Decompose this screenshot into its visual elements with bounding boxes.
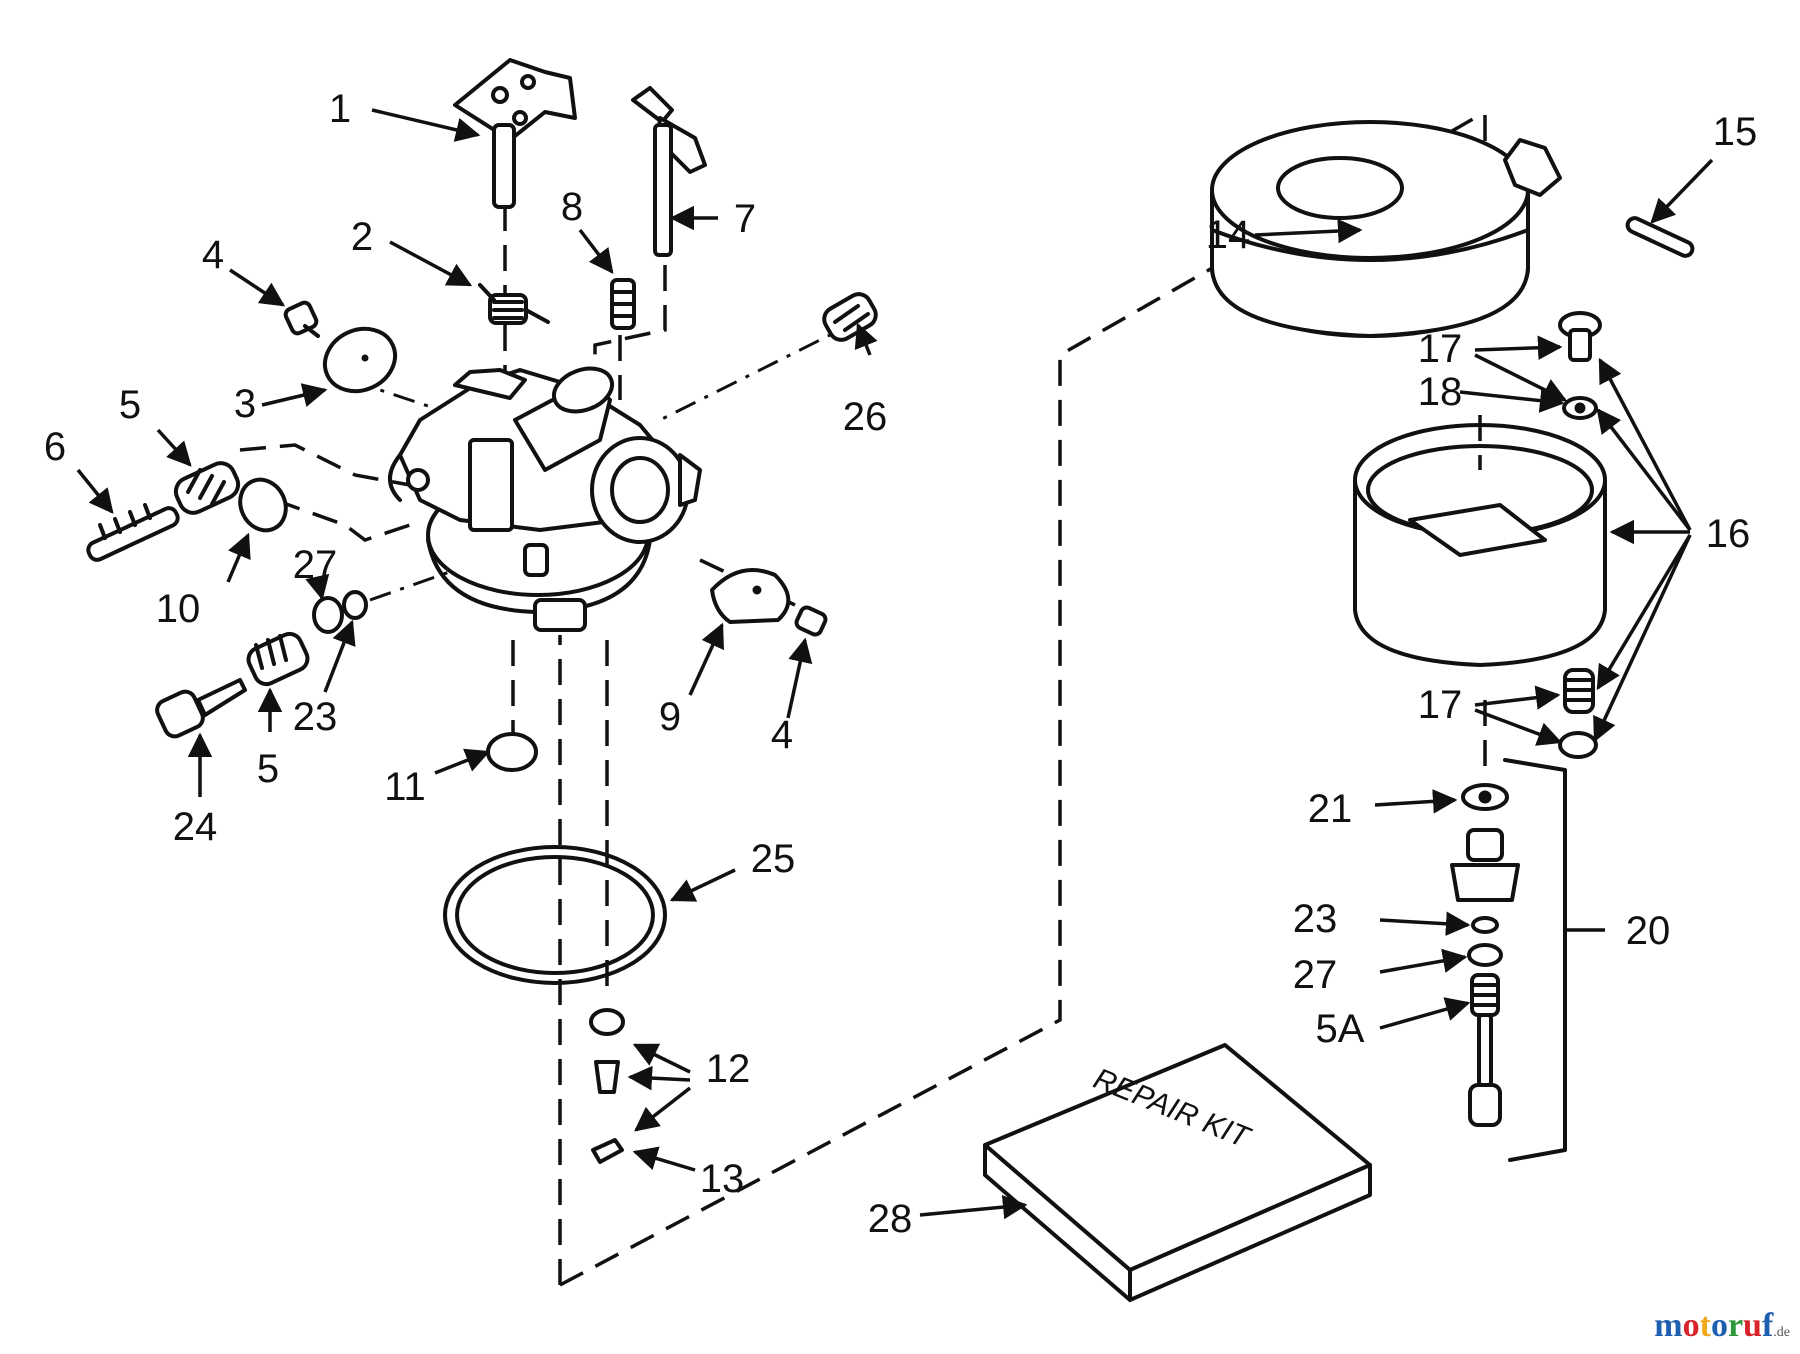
inlet-needle-seat: [589, 1008, 625, 1164]
idle-adjust-screw: [86, 503, 180, 562]
callout-23-left: 23: [293, 695, 338, 739]
watermark-letter: u: [1743, 1307, 1762, 1344]
main-jet-assembly: [1450, 700, 1605, 1162]
callout-11: 11: [384, 765, 426, 809]
callout-12: 12: [706, 1047, 751, 1091]
o-ring-small: [238, 477, 288, 533]
callout-4-lower: 4: [771, 713, 793, 757]
callout-26: 26: [843, 395, 888, 439]
welch-plug: [486, 732, 538, 772]
idle-adjust-spring: [173, 461, 241, 515]
choke-shaft-lever: [631, 86, 707, 257]
callout-14: 14: [1206, 213, 1251, 257]
callout-4-upper: 4: [202, 233, 224, 277]
callout-23-right: 23: [1293, 897, 1338, 941]
callout-17-upper: 17: [1418, 327, 1463, 371]
watermark-letter: r: [1727, 1307, 1744, 1344]
callout-6: 6: [44, 425, 66, 469]
callout-3: 3: [234, 382, 256, 426]
repair-kit-package: REPAIR KIT: [983, 1043, 1372, 1302]
retaining-pin: [1625, 216, 1695, 258]
callout-16: 16: [1706, 512, 1751, 556]
main-adjust-spring: [246, 631, 310, 687]
callout-21: 21: [1308, 787, 1353, 831]
callout-1: 1: [329, 87, 351, 131]
bowl-spring-clip: [1558, 668, 1598, 759]
small-set-screw: [610, 278, 636, 330]
float-pin-top: [1558, 311, 1602, 420]
callout-labels: 1 2 3 4 4 5 5 5A 6 7 8 9 10 11 12 13 14 …: [44, 87, 1757, 1241]
choke-plate: [322, 326, 398, 394]
watermark-letter: o: [1682, 1307, 1700, 1344]
callout-27-right: 27: [1293, 953, 1338, 997]
callout-9: 9: [659, 695, 681, 739]
callout-18: 18: [1418, 370, 1463, 414]
callout-8: 8: [561, 185, 583, 229]
carburetor-body: [388, 366, 702, 632]
callout-15: 15: [1713, 110, 1758, 154]
float-bowl: [1353, 415, 1607, 667]
air-cleaner-assembly: [1210, 120, 1562, 338]
watermark-letter: o: [1710, 1307, 1728, 1344]
callout-2: 2: [351, 215, 373, 259]
callout-28: 28: [868, 1197, 913, 1241]
callout-5-upper: 5: [119, 383, 141, 427]
watermark-letter: f: [1761, 1307, 1774, 1344]
bowl-gasket: [443, 845, 667, 985]
callout-20: 20: [1626, 909, 1671, 953]
watermark-letter: t: [1699, 1307, 1711, 1344]
callout-5A: 5A: [1316, 1007, 1365, 1051]
leader-arrows: [76, 108, 1714, 1220]
callout-25: 25: [751, 837, 796, 881]
main-adjust-needle: [155, 678, 247, 739]
throttle-shaft-lever: [453, 58, 577, 209]
watermark-tld: .de: [1773, 1325, 1790, 1340]
screw-lower: [794, 605, 828, 637]
callout-13: 13: [700, 1157, 745, 1201]
screw-upper: [283, 300, 320, 338]
watermark-name: motoruf: [1654, 1307, 1773, 1344]
choke-valve-plate: [710, 568, 791, 624]
callout-5-lower: 5: [257, 747, 279, 791]
callout-7: 7: [734, 197, 756, 241]
callout-10: 10: [156, 587, 201, 631]
motoruf-watermark: motoruf.de: [1654, 1307, 1790, 1345]
callout-24: 24: [173, 805, 218, 849]
callout-27-left: 27: [293, 543, 338, 587]
watermark-letter: m: [1654, 1307, 1683, 1344]
callout-17-lower: 17: [1418, 683, 1463, 727]
throttle-return-spring: [478, 283, 550, 325]
